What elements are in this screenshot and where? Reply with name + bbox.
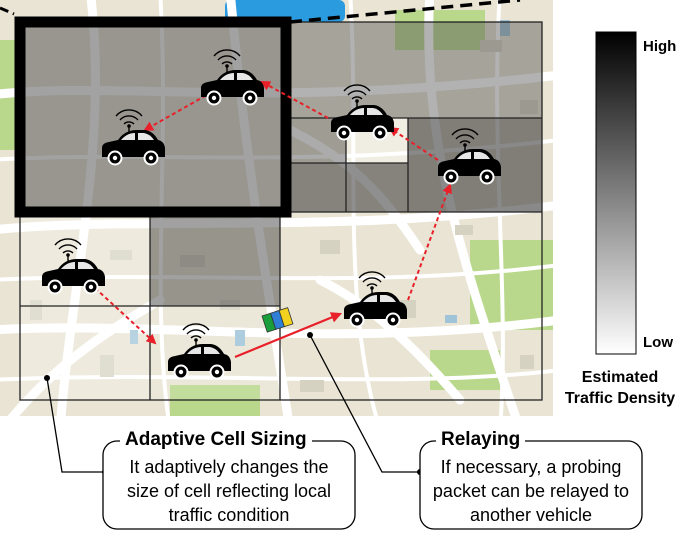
relaying-callout-box bbox=[419, 440, 643, 530]
cell-sizing-title: Adaptive Cell Sizing bbox=[120, 429, 312, 451]
zoom-leader-left bbox=[0, 6, 15, 16]
relaying-title: Relaying bbox=[436, 429, 526, 451]
relay-arrow bbox=[260, 81, 329, 119]
relay-arrow bbox=[388, 126, 439, 161]
relaying-line: packet can be relayed to bbox=[432, 481, 630, 501]
density-gradient-bar bbox=[595, 31, 637, 355]
legend-title-line2: Traffic Density bbox=[564, 390, 676, 407]
cell-sizing-line: size of cell reflecting local bbox=[126, 481, 332, 501]
connector-dot bbox=[307, 332, 313, 338]
city-map bbox=[0, 0, 553, 416]
relaying-description: If necessary, a probing packet can be re… bbox=[420, 455, 642, 527]
relaying-line: If necessary, a probing bbox=[440, 457, 622, 477]
connector-dot bbox=[44, 375, 50, 381]
cell-sizing-line: traffic condition bbox=[168, 505, 290, 525]
packet-transfer-arrow bbox=[234, 312, 343, 359]
legend-high-label: High bbox=[643, 38, 677, 55]
legend-title-line1: Estimated bbox=[581, 369, 659, 386]
callout-connectors bbox=[46, 334, 420, 473]
zoom-leader-right bbox=[289, 0, 521, 24]
cell-sizing-line: It adaptively changes the bbox=[129, 457, 329, 477]
cell-sizing-description: It adaptively changes the size of cell r… bbox=[103, 455, 355, 527]
relaying-line: another vehicle bbox=[469, 505, 593, 525]
zoomed-cell-frame bbox=[14, 16, 292, 218]
legend-low-label: Low bbox=[643, 334, 673, 351]
relay-arrow bbox=[143, 91, 213, 131]
relay-arrows bbox=[94, 81, 452, 345]
probing-packet-icon bbox=[261, 307, 294, 333]
